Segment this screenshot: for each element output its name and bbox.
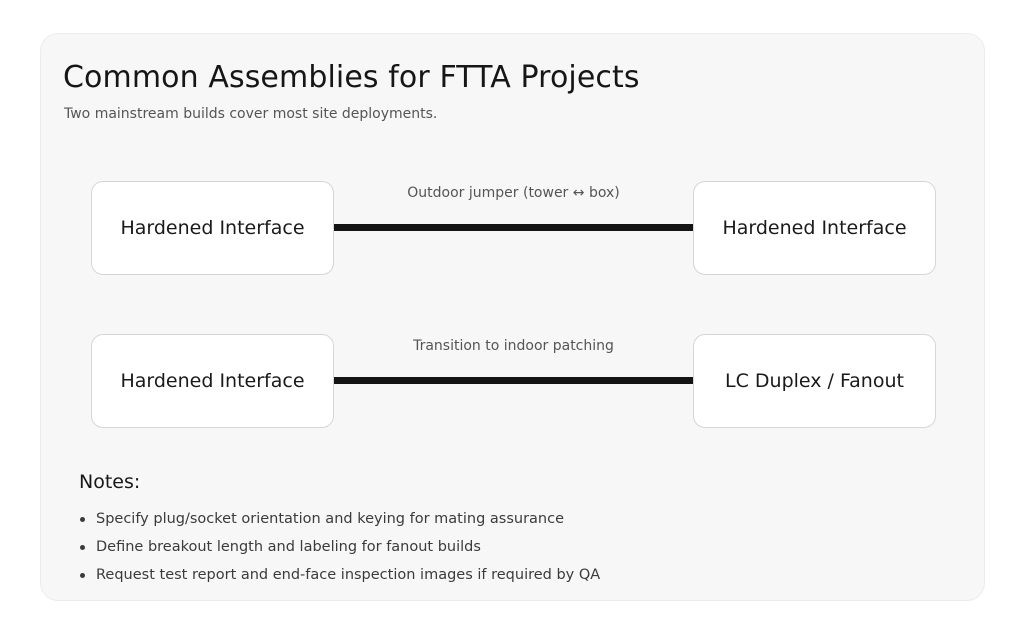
assembly-row-2: Hardened Interface Transition to indoor … [41,334,984,428]
assembly-row-1: Hardened Interface Outdoor jumper (tower… [41,181,984,275]
edge-row1-label: Outdoor jumper (tower ↔ box) [407,185,620,201]
note-item-text: Request test report and end-face inspect… [96,567,601,583]
node-row2-right-label: LC Duplex / Fanout [725,370,904,392]
note-item: Specify plug/socket orientation and keyi… [79,505,939,533]
bullet-icon [80,517,85,522]
note-item-text: Specify plug/socket orientation and keyi… [96,511,564,527]
node-row1-right-label: Hardened Interface [722,217,907,239]
assembly-diagram: Hardened Interface Outdoor jumper (tower… [41,34,984,600]
bullet-icon [80,545,85,550]
node-row2-left-label: Hardened Interface [120,370,305,392]
node-row2-left[interactable]: Hardened Interface [91,334,334,428]
page-title: Common Assemblies for FTTA Projects [63,60,640,95]
note-item: Define breakout length and labeling for … [79,533,939,561]
notes-heading: Notes: [79,471,141,493]
notes-section: Notes: Specify plug/socket orientation a… [79,471,939,589]
edge-row2-label: Transition to indoor patching [413,338,614,354]
note-item-text: Define breakout length and labeling for … [96,539,481,555]
node-row1-left-label: Hardened Interface [120,217,305,239]
node-row2-right[interactable]: LC Duplex / Fanout [693,334,936,428]
bullet-icon [80,573,85,578]
node-row1-left[interactable]: Hardened Interface [91,181,334,275]
connector-row2 [334,377,693,384]
assembly-overview-card: Common Assemblies for FTTA Projects Two … [40,33,985,601]
note-item: Request test report and end-face inspect… [79,561,939,589]
notes-list: Specify plug/socket orientation and keyi… [79,505,939,589]
connector-row1 [334,224,693,231]
node-row1-right[interactable]: Hardened Interface [693,181,936,275]
page-subtitle: Two mainstream builds cover most site de… [64,106,438,122]
